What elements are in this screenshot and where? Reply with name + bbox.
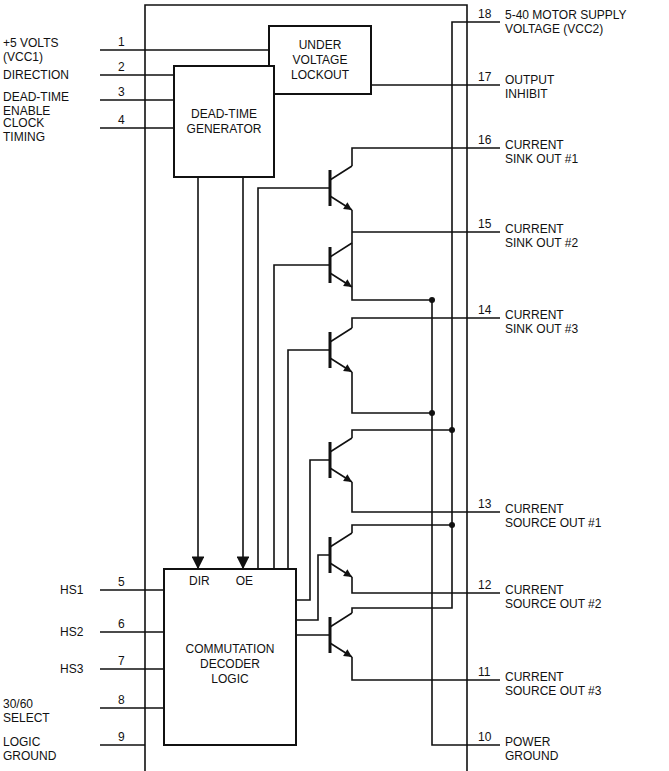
pin-name: POWER GROUND [505, 735, 565, 763]
pin-number: 12 [478, 578, 491, 592]
pin-name: OUTPUT INHIBIT [505, 73, 565, 101]
pin-name: 30/60 SELECT [3, 697, 58, 725]
text-row: DEAD-TIME GENERATOR [179, 71, 269, 172]
pin-number: 9 [118, 730, 125, 744]
pin-number: 4 [118, 113, 125, 127]
pin-number: 13 [478, 497, 491, 511]
pin-number: 15 [478, 217, 491, 231]
npn-transistor [330, 533, 352, 577]
pin-number: 10 [478, 730, 491, 744]
block-name: COMMUTATION DECODER LOGIC [182, 642, 278, 687]
pin-name: CURRENT SINK OUT #2 [505, 222, 587, 250]
npn-transistor [330, 438, 352, 482]
pin-name: HS1 [60, 583, 83, 597]
pin-name: CURRENT SOURCE OUT #1 [505, 502, 609, 530]
pin-name: LOGIC GROUND [3, 735, 63, 763]
port-name: DIR [189, 574, 210, 589]
npn-transistor [330, 613, 352, 657]
pin-number: 6 [118, 617, 125, 631]
pin-number: 3 [118, 85, 125, 99]
pin-number: 11 [478, 665, 490, 679]
pin-number: 7 [118, 654, 125, 668]
sink-wire [352, 148, 500, 413]
npn-transistor [330, 166, 352, 210]
signal-arrow [197, 178, 199, 568]
function-block: UNDER VOLTAGE LOCKOUT [268, 25, 372, 95]
pin-number: 1 [118, 35, 125, 49]
text-row: COMMUTATION DECODER LOGIC [169, 589, 291, 740]
npn-transistors [330, 166, 352, 657]
signal-arrow [242, 178, 244, 568]
port-name: OE [236, 574, 253, 589]
pin-name: DEAD-TIME ENABLE [3, 90, 93, 118]
pin-wire [372, 84, 500, 86]
pin-number: 16 [478, 133, 491, 147]
pin-name: CURRENT SOURCE OUT #3 [505, 670, 609, 698]
pin-name: HS2 [60, 625, 83, 639]
pin-name: 5-40 MOTOR SUPPLY VOLTAGE (VCC2) [505, 8, 655, 36]
pin-number: 18 [478, 7, 491, 21]
text-row: UNDER VOLTAGE LOCKOUT [274, 31, 366, 89]
pin-name: DIRECTION [3, 68, 103, 82]
block-name: DEAD-TIME GENERATOR [179, 107, 269, 137]
pin-number: 8 [118, 693, 125, 707]
pin-name: CURRENT SINK OUT #3 [505, 308, 587, 336]
pin-number: 14 [478, 303, 491, 317]
pin-name: CURRENT SINK OUT #1 [505, 138, 587, 166]
text-row: DIR OE [169, 574, 291, 589]
npn-transistor [330, 243, 352, 287]
ground-bus [432, 300, 500, 745]
logic-block: DIR OE COMMUTATION DECODER LOGIC [163, 568, 297, 746]
block-name: UNDER VOLTAGE LOCKOUT [274, 38, 366, 83]
npn-transistor [330, 328, 352, 372]
pin-name: +5 VOLTS (VCC1) [3, 36, 73, 64]
pin-number: 17 [478, 70, 491, 84]
chip-outline [145, 5, 467, 771]
junction-dots [429, 297, 455, 528]
pin-number: 2 [118, 60, 125, 74]
pin-name: HS3 [60, 662, 83, 676]
source-wire [352, 430, 500, 680]
pin-number: 5 [118, 575, 125, 589]
pin-name: CLOCK TIMING [3, 116, 63, 144]
function-block: DEAD-TIME GENERATOR [173, 65, 275, 178]
pin-name: CURRENT SOURCE OUT #2 [505, 583, 609, 611]
